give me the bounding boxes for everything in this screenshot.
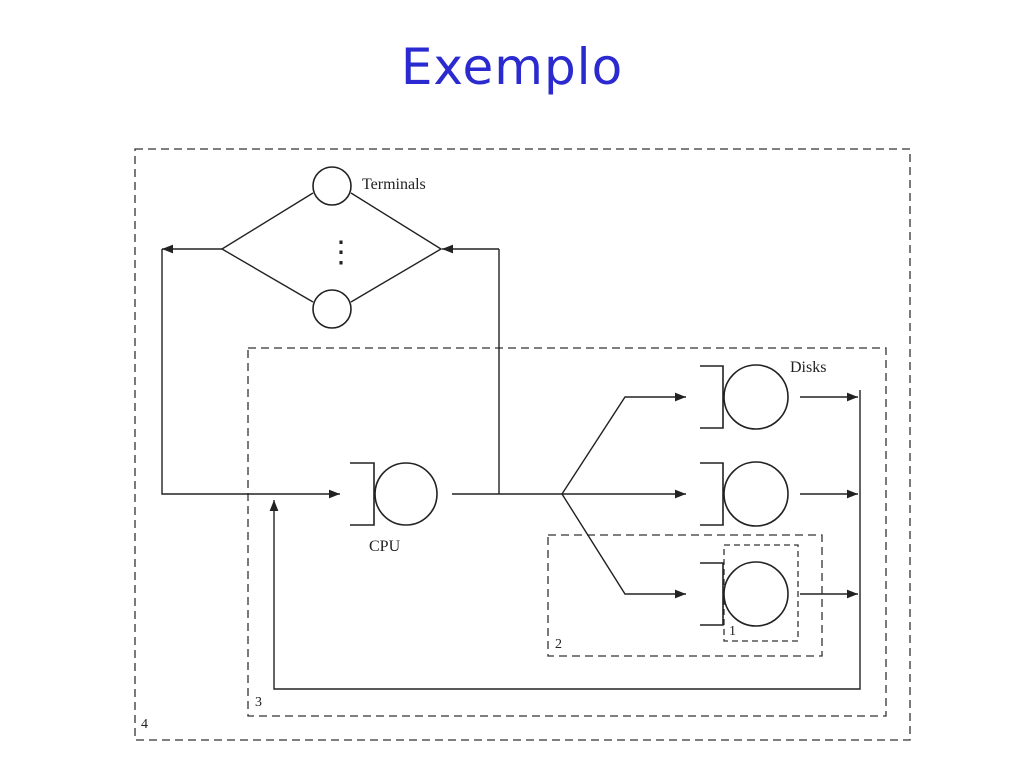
slide-title: Exemplo [400, 38, 624, 96]
terminal-to-cpu-path [161, 249, 340, 499]
disks-label: Disks [790, 359, 826, 376]
disk-3-server [723, 561, 789, 627]
terminals-label: Terminals [362, 176, 426, 193]
terminal-top-node [312, 166, 352, 206]
terminal-bottom-node [312, 289, 352, 329]
branch-to-disk-1 [561, 392, 686, 495]
boundary-2-label: 2 [555, 637, 562, 652]
cpu-queue [350, 462, 375, 526]
boundary-3-label: 3 [255, 695, 262, 710]
disk-return-path [269, 390, 861, 690]
cpu-label: CPU [369, 538, 401, 555]
boundary-4 [134, 148, 911, 741]
terminals-ellipsis: ⋮ [326, 236, 356, 269]
branch-to-disk-3 [561, 493, 686, 599]
boundary-4-label: 4 [141, 717, 148, 732]
boundary-3 [247, 347, 887, 717]
terminals-fan [220, 192, 314, 303]
disk-1-server [723, 364, 789, 430]
disk-3-queue [700, 562, 724, 626]
terminals-join [350, 192, 443, 303]
disk-2-server [723, 461, 789, 527]
boundary-1-label: 1 [729, 624, 736, 639]
cpu-server [374, 462, 438, 526]
disk-2-queue [700, 462, 724, 526]
boundary-2 [547, 534, 823, 657]
disk-1-queue [700, 365, 724, 429]
